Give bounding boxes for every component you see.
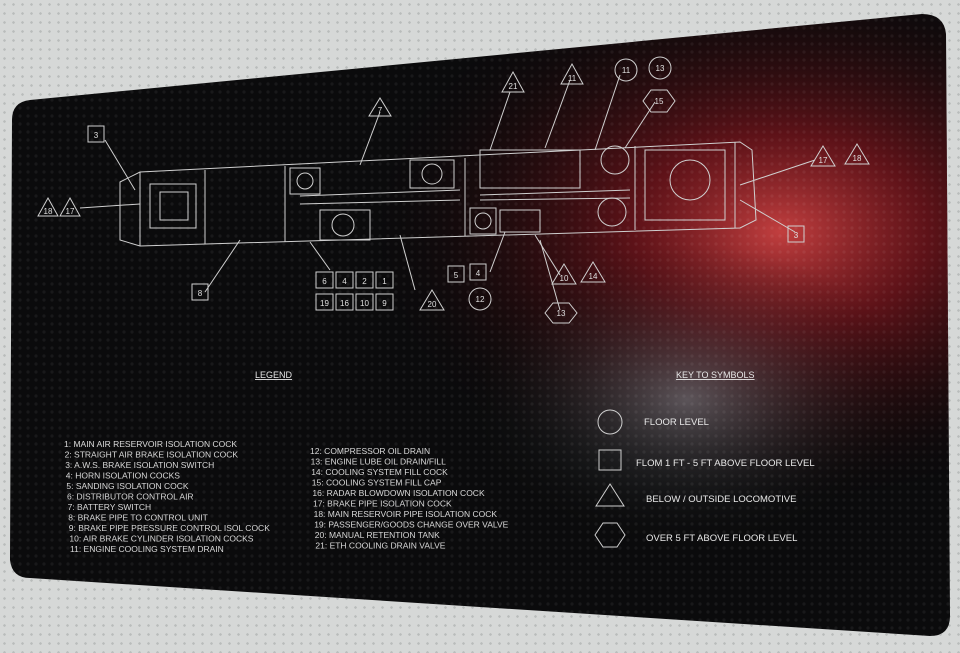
legend: LEGEND 1: MAIN AIR RESERVOIR ISOLATION C…: [64, 370, 509, 554]
circle-icon: [597, 409, 623, 435]
callout-label: 21: [509, 82, 518, 91]
key-label-below: BELOW / OUTSIDE LOCOMOTIVE: [646, 494, 796, 505]
callout-label: 14: [589, 272, 598, 281]
locomotive-diagram: [119, 141, 757, 247]
callout-label: 12: [476, 295, 485, 304]
legend-item: 20: MANUAL RETENTION TANK: [315, 530, 440, 540]
callout-label: 4: [476, 269, 481, 278]
callout-label: 10: [560, 274, 569, 283]
callout-label: 10: [360, 299, 369, 308]
callout-label: 11: [568, 74, 577, 83]
callout-label: 4: [342, 277, 347, 286]
legend-item: 5: SANDING ISOLATION COCK: [66, 481, 189, 491]
callout-label: 3: [94, 131, 99, 140]
callout-triangle: 18 17: [37, 196, 81, 217]
legend-item: 12: COMPRESSOR OIL DRAIN: [310, 446, 430, 456]
callout-label: 7: [378, 106, 383, 115]
legend-item: 18: MAIN RESERVOIR PIPE ISOLATION COCK: [314, 509, 498, 519]
callout-label: 18: [853, 154, 862, 163]
callout-label: 3: [794, 231, 799, 240]
legend-item: 8: BRAKE PIPE TO CONTROL UNIT: [68, 513, 208, 523]
hexagon-icon: [594, 522, 626, 548]
legend-item: 15: COOLING SYSTEM FILL CAP: [312, 478, 442, 488]
key-label-1-5ft: FLOM 1 FT - 5 FT ABOVE FLOOR LEVEL: [636, 458, 815, 469]
callout-label: 18: [44, 207, 53, 216]
key-label-floor: FLOOR LEVEL: [644, 417, 709, 428]
legend-item: 2: STRAIGHT AIR BRAKE ISOLATION COCK: [65, 450, 239, 460]
callout-label: 16: [340, 299, 349, 308]
callout-square: 3: [87, 125, 105, 143]
callout-label: 17: [66, 207, 75, 216]
key-to-symbols: KEY TO SYMBOLS FLOOR LEVEL FLOM 1 FT - 5…: [594, 370, 815, 548]
callout-label: 2: [362, 277, 367, 286]
legend-title: LEGEND: [255, 370, 293, 380]
callout-label: 17: [819, 156, 828, 165]
callout-label: 8: [198, 289, 203, 298]
key-title: KEY TO SYMBOLS: [676, 370, 755, 380]
callout-markers: 3 18 17 7 21 11 11 13 15 17 18 3 8 6: [37, 56, 870, 324]
legend-item: 6: DISTRIBUTOR CONTROL AIR: [67, 492, 194, 502]
callout-label: 9: [382, 299, 387, 308]
legend-item: 9: BRAKE PIPE PRESSURE CONTROL ISOL COCK: [69, 523, 270, 533]
callout-row-1: 6 4 2 1: [315, 271, 394, 289]
legend-item: 10: AIR BRAKE CYLINDER ISOLATION COCKS: [69, 534, 253, 544]
legend-item: 3: A.W.S. BRAKE ISOLATION SWITCH: [65, 460, 214, 470]
legend-item: 17: BRAKE PIPE ISOLATION COCK: [313, 499, 452, 509]
legend-item: 16: RADAR BLOWDOWN ISOLATION COCK: [312, 488, 485, 498]
legend-item: 7: BATTERY SWITCH: [68, 502, 152, 512]
legend-item: 21: ETH COOLING DRAIN VALVE: [315, 541, 445, 551]
callout-label: 13: [557, 309, 566, 318]
callout-label: 15: [655, 97, 664, 106]
callout-label: 20: [428, 300, 437, 309]
callout-label: 11: [622, 66, 631, 75]
callout-label: 5: [454, 271, 459, 280]
key-label-over5ft: OVER 5 FT ABOVE FLOOR LEVEL: [646, 533, 797, 544]
callout-label: 19: [320, 299, 329, 308]
triangle-icon: [595, 483, 625, 507]
callout-row-2: 19 16 10 9: [315, 293, 394, 311]
legend-item: 14: COOLING SYSTEM FILL COCK: [311, 467, 448, 477]
legend-item: 13: ENGINE LUBE OIL DRAIN/FILL: [311, 457, 447, 467]
legend-item: 19: PASSENGER/GOODS CHANGE OVER VALVE: [314, 520, 508, 530]
legend-item: 11: ENGINE COOLING SYSTEM DRAIN: [70, 544, 224, 554]
callout-label: 13: [656, 64, 665, 73]
legend-item: 1: MAIN AIR RESERVOIR ISOLATION COCK: [64, 439, 237, 449]
legend-item: 4: HORN ISOLATION COCKS: [66, 471, 180, 481]
square-icon: [598, 449, 622, 471]
callout-label: 1: [382, 277, 387, 286]
callout-label: 6: [322, 277, 327, 286]
